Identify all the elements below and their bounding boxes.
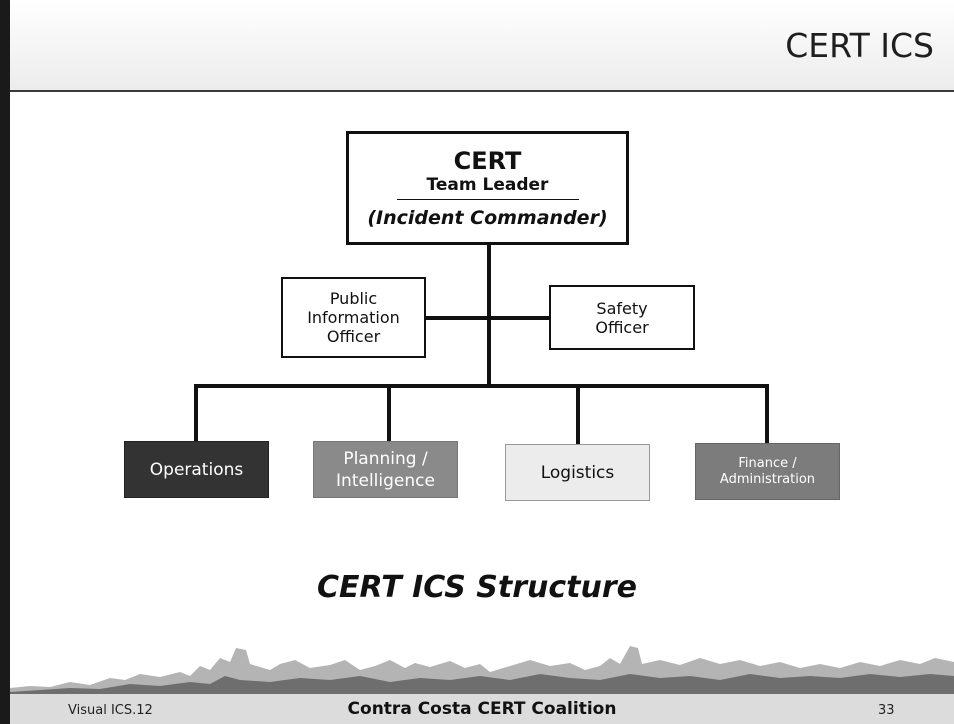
footer-organization: Contra Costa CERT Coalition — [347, 699, 617, 719]
finance-line-2: Administration — [719, 471, 816, 487]
pio-line-3: Officer — [326, 327, 381, 346]
pio-line-2: Information — [307, 308, 400, 327]
leader-role: Team Leader — [426, 174, 549, 195]
operations-label: Operations — [149, 459, 244, 480]
finance-line-1: Finance / — [738, 455, 797, 471]
finance-administration-box: Finance / Administration — [695, 443, 840, 500]
footer-bar: Visual ICS.12 Contra Costa CERT Coalitio… — [10, 694, 954, 724]
left-border — [0, 0, 10, 724]
safety-line-2: Officer — [595, 317, 649, 337]
pio-line-1: Public — [329, 289, 378, 308]
team-leader-box: CERT Team Leader (Incident Commander) — [346, 131, 629, 245]
leader-incident-commander: (Incident Commander) — [367, 206, 608, 229]
slide-title: CERT ICS — [785, 26, 934, 65]
leader-divider — [396, 198, 579, 200]
city-skyline-graphic — [10, 646, 954, 694]
logistics-box: Logistics — [505, 444, 650, 501]
diagram-caption: CERT ICS Structure — [316, 570, 638, 605]
footer-left-text: Visual ICS.12 — [68, 703, 153, 718]
safety-officer-box: Safety Officer — [549, 285, 695, 350]
safety-line-1: Safety — [596, 298, 648, 318]
page-number: 33 — [878, 703, 895, 718]
header-bar: CERT ICS — [10, 0, 954, 92]
operations-box: Operations — [124, 441, 269, 498]
planning-intelligence-box: Planning / Intelligence — [313, 441, 458, 498]
logistics-label: Logistics — [540, 462, 615, 483]
planning-line-1: Planning / — [343, 448, 428, 469]
public-information-officer-box: Public Information Officer — [281, 277, 426, 358]
leader-cert: CERT — [453, 146, 522, 175]
planning-line-2: Intelligence — [336, 470, 435, 491]
